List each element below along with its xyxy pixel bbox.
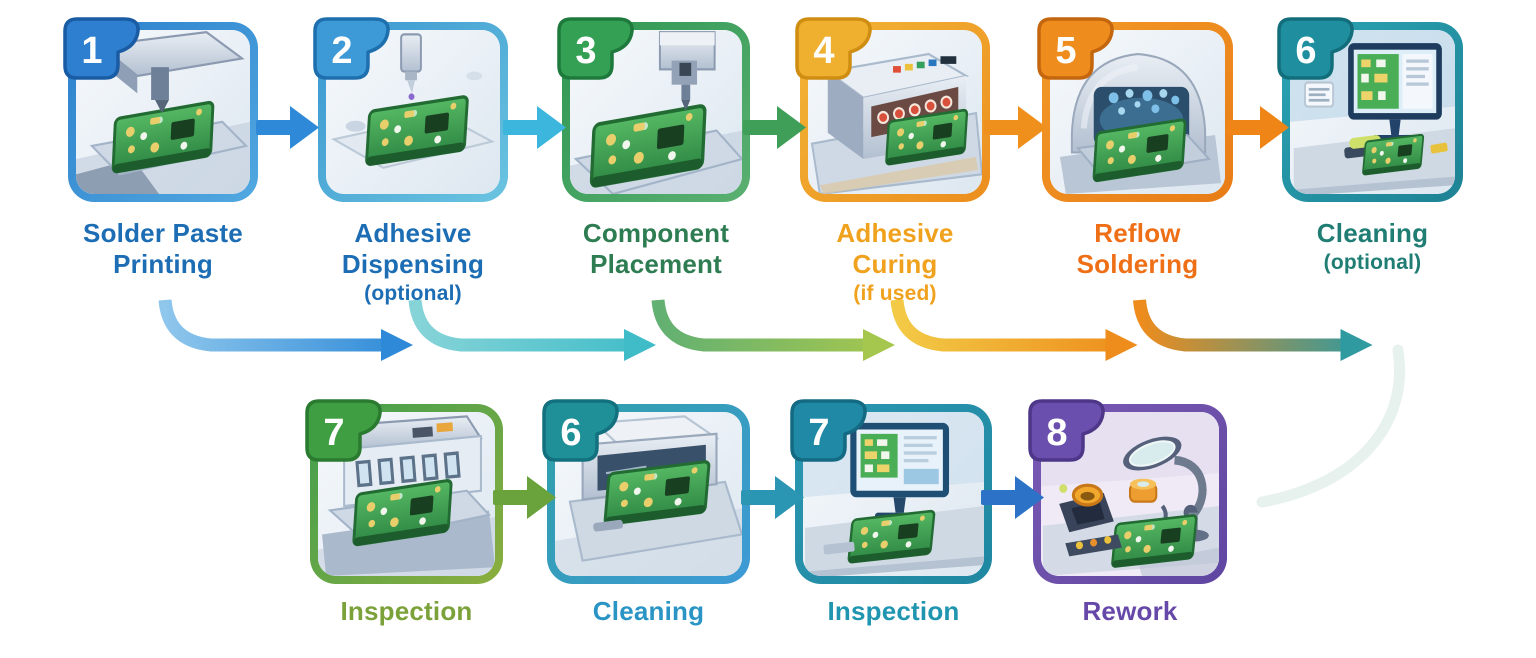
step-number-badge: 8 xyxy=(1028,399,1105,462)
step-number-badge: 7 xyxy=(305,399,382,462)
step-number: 4 xyxy=(813,30,834,72)
step-card-inspection-workstation: 7 xyxy=(790,399,992,584)
step-number: 1 xyxy=(81,30,102,72)
step-card-curing-oven: 4 xyxy=(795,17,990,202)
step-label-line: Inspection xyxy=(340,596,473,626)
step-connector-arrow xyxy=(1225,106,1289,149)
step-number: 6 xyxy=(560,412,581,454)
step-number: 7 xyxy=(808,412,829,454)
step-label: Cleaning (optional) xyxy=(1233,218,1513,276)
step-connector-arrow xyxy=(503,106,566,149)
step-label-line: Printing xyxy=(113,249,213,279)
step-illustration-frame xyxy=(326,30,500,194)
step-label-line: Rework xyxy=(1082,596,1178,626)
step-label-line: Adhesive xyxy=(354,218,472,248)
step-number-badge: 7 xyxy=(790,399,867,462)
step-card-cleaning-machine: 6 xyxy=(542,399,750,584)
step-label-qualifier: (optional) xyxy=(364,282,462,305)
step-label: Rework xyxy=(990,596,1270,627)
step-number-badge: 6 xyxy=(1277,17,1354,80)
step-number-badge: 3 xyxy=(557,17,634,80)
step-number-badge: 1 xyxy=(63,17,140,80)
step-label-line: Solder Paste xyxy=(83,218,243,248)
step-connector-arrow xyxy=(493,476,556,519)
step-label-line: Curing xyxy=(852,249,938,279)
step-illustration-frame xyxy=(76,30,250,194)
step-card-aoi-inspection-machine: 7 xyxy=(305,399,503,584)
step-card-solder-paste-printer: 1 xyxy=(63,17,258,202)
step-illustration-frame xyxy=(570,30,742,194)
step-number-badge: 6 xyxy=(542,399,619,462)
step-connector-arrow xyxy=(743,106,806,149)
step-connector-arrow xyxy=(984,106,1047,149)
step-label-line: Soldering xyxy=(1076,249,1199,279)
step-connector-arrow xyxy=(980,476,1044,519)
step-number-badge: 4 xyxy=(795,17,872,80)
step-card-adhesive-dispenser: 2 xyxy=(313,17,508,202)
cleaning-machine-illustration xyxy=(555,412,742,576)
faded-return-curve xyxy=(1256,344,1405,508)
step-number-badge: 5 xyxy=(1037,17,1114,80)
step-card-reflow-oven: 5 xyxy=(1037,17,1233,202)
step-illustration-frame xyxy=(555,412,742,576)
step-card-rework-bench: 8 xyxy=(1028,399,1227,584)
step-label-line: Inspection xyxy=(827,596,960,626)
step-number: 8 xyxy=(1046,412,1067,454)
step-card-cleaning-workstation: 6 xyxy=(1277,17,1463,202)
step-label-line: Reflow xyxy=(1094,218,1181,248)
flow-swoosh-arrow xyxy=(1133,299,1373,361)
flow-swoosh-arrow xyxy=(158,299,413,361)
step-label-line: Adhesive xyxy=(836,218,954,248)
step-card-pick-and-place-machine: 3 xyxy=(557,17,750,202)
step-label-line: Component xyxy=(582,218,730,248)
step-label-qualifier: (optional) xyxy=(1323,251,1422,274)
step-connector-arrow xyxy=(256,106,319,149)
step-label-line: Cleaning xyxy=(1316,218,1429,248)
aoi-inspection-machine-illustration xyxy=(318,412,495,576)
step-number-badge: 2 xyxy=(313,17,390,80)
step-number: 6 xyxy=(1295,30,1316,72)
step-number: 2 xyxy=(331,30,352,72)
flow-swoosh-arrow xyxy=(408,299,656,361)
step-label: Cleaning xyxy=(509,596,789,627)
step-number: 3 xyxy=(575,30,596,72)
step-label-line: Dispensing xyxy=(341,249,485,279)
adhesive-dispenser-illustration xyxy=(326,30,500,194)
step-illustration-frame xyxy=(803,412,984,576)
flow-swoosh-arrow xyxy=(890,299,1138,361)
step-label: Inspection xyxy=(267,596,547,627)
step-label-line: Cleaning xyxy=(592,596,705,626)
step-number: 7 xyxy=(323,412,344,454)
step-connector-arrow xyxy=(740,476,804,519)
pick-and-place-machine-illustration xyxy=(570,30,742,194)
inspection-workstation-illustration xyxy=(803,412,984,576)
step-illustration-frame xyxy=(318,412,495,576)
step-number: 5 xyxy=(1055,30,1076,72)
step-label-qualifier: (if used) xyxy=(853,282,937,305)
flow-swoosh-arrow xyxy=(651,299,895,361)
solder-paste-printer-illustration xyxy=(76,30,250,194)
step-label: Inspection xyxy=(754,596,1034,627)
step-label-line: Placement xyxy=(590,249,722,279)
